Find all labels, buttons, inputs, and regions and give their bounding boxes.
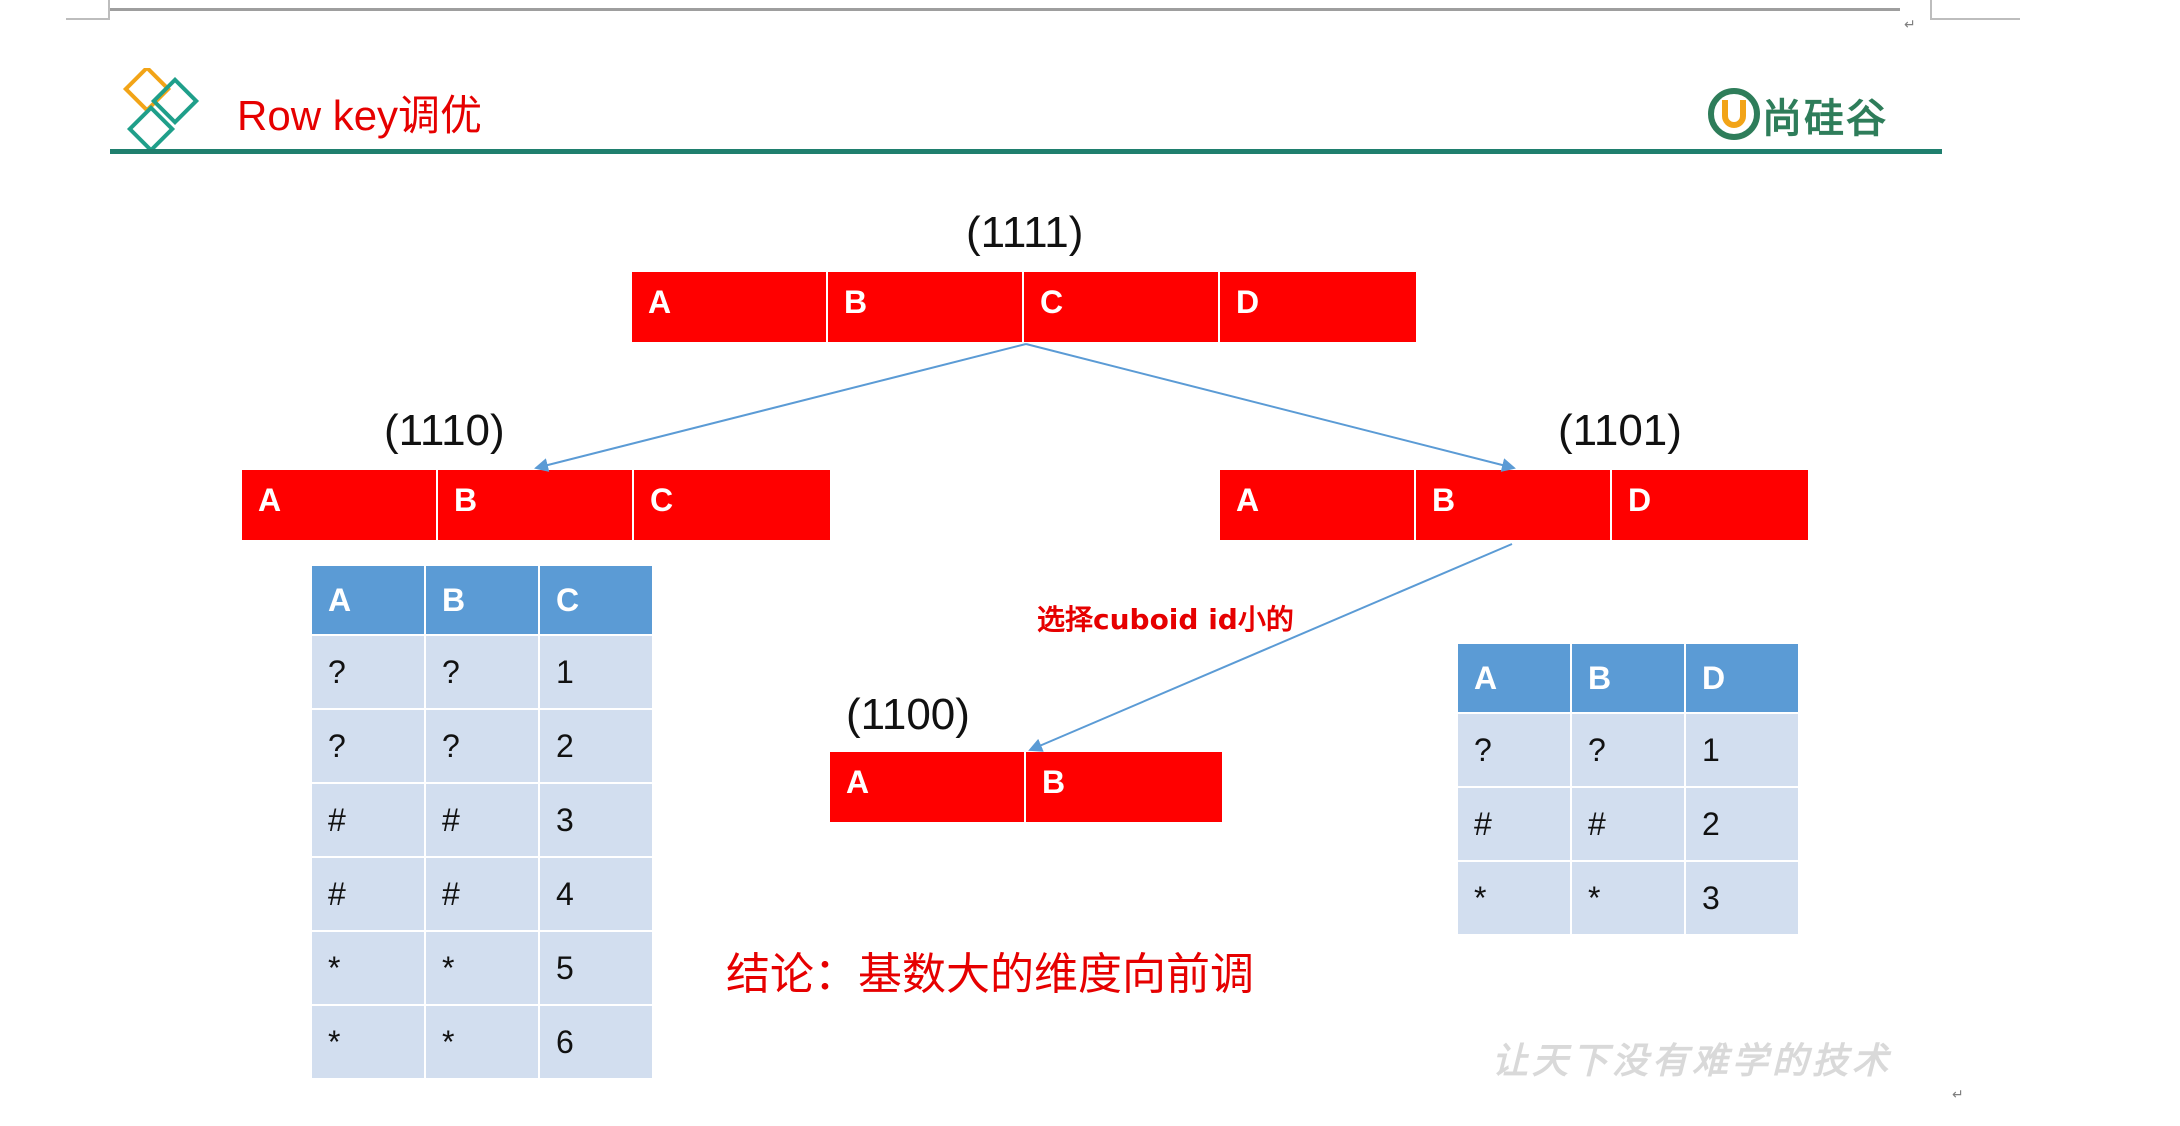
cuboid-label-1101: (1101) xyxy=(1558,406,1682,455)
table-header-d: D xyxy=(1684,642,1800,714)
table-header-row: A B D xyxy=(1456,642,1800,714)
arrow-1111-to-1101 xyxy=(1025,343,1516,472)
table-cell: 2 xyxy=(1684,786,1800,862)
crop-mark-right-vertical xyxy=(1930,0,1932,20)
top-border-line xyxy=(110,8,1900,11)
brand-logo-icon xyxy=(1708,88,1760,140)
rowkey-bar-1111: A B C D xyxy=(632,272,1416,342)
rowkey-cell-b: B xyxy=(438,470,634,540)
table-header-b: B xyxy=(424,564,540,636)
crop-mark-right xyxy=(1930,18,2020,20)
rowkey-bar-1110: A B C xyxy=(242,470,830,540)
paragraph-mark-icon: ↵ xyxy=(1952,1086,1964,1102)
crop-mark-left xyxy=(66,18,110,20)
paragraph-mark-icon: ↵ xyxy=(1904,16,1916,32)
table-cell: ? xyxy=(310,634,426,710)
rowkey-cell-d: D xyxy=(1220,272,1416,342)
arrow-annotation: 选择cuboid id小的 xyxy=(1037,603,1294,636)
cuboid-label-1100: (1100) xyxy=(846,690,970,739)
rowkey-cell-a: A xyxy=(632,272,828,342)
table-cell: ? xyxy=(1456,712,1572,788)
table-cell: 5 xyxy=(538,930,654,1006)
table-row: # # 2 xyxy=(1456,786,1800,862)
table-cell: 3 xyxy=(538,782,654,858)
table-row: ? ? 2 xyxy=(310,708,654,784)
rowkey-bar-1101: A B D xyxy=(1220,470,1808,540)
table-cell: # xyxy=(424,782,540,858)
table-cell: 6 xyxy=(538,1004,654,1080)
table-cell: # xyxy=(1570,786,1686,862)
table-cell: 1 xyxy=(538,634,654,710)
crop-mark-left-vertical xyxy=(108,0,110,20)
table-header-row: A B C xyxy=(310,564,654,636)
table-cell: ? xyxy=(310,708,426,784)
rowkey-cell-b: B xyxy=(828,272,1024,342)
arrow-1111-to-1110 xyxy=(534,343,1027,472)
page-title: Row key调优 xyxy=(237,92,483,139)
table-row: # # 3 xyxy=(310,782,654,858)
rowkey-bar-1100: A B xyxy=(830,752,1222,822)
table-abd: A B D ? ? 1 # # 2 * * 3 xyxy=(1456,642,1800,936)
table-header-a: A xyxy=(1456,642,1572,714)
table-row: ? ? 1 xyxy=(1456,712,1800,788)
table-abc: A B C ? ? 1 ? ? 2 # # 3 # # 4 * * 5 xyxy=(310,564,654,1080)
table-header-c: C xyxy=(538,564,654,636)
arrow-1101-to-1100 xyxy=(1028,543,1513,752)
rowkey-cell-d: D xyxy=(1612,470,1808,540)
rowkey-cell-b: B xyxy=(1026,752,1222,822)
table-cell: * xyxy=(424,930,540,1006)
table-row: * * 6 xyxy=(310,1004,654,1080)
table-cell: # xyxy=(310,856,426,932)
table-cell: ? xyxy=(424,708,540,784)
logo-diamonds-icon xyxy=(122,68,200,154)
table-cell: ? xyxy=(424,634,540,710)
table-cell: 3 xyxy=(1684,860,1800,936)
brand-name: 尚硅谷 xyxy=(1762,96,1888,142)
table-cell: 1 xyxy=(1684,712,1800,788)
rowkey-cell-a: A xyxy=(1220,470,1416,540)
cuboid-label-1111: (1111) xyxy=(966,208,1084,257)
rowkey-cell-a: A xyxy=(830,752,1026,822)
table-cell: * xyxy=(310,1004,426,1080)
table-cell: ? xyxy=(1570,712,1686,788)
rowkey-cell-b: B xyxy=(1416,470,1612,540)
table-cell: 4 xyxy=(538,856,654,932)
table-header-a: A xyxy=(310,564,426,636)
conclusion-text: 结论：基数大的维度向前调 xyxy=(726,949,1254,1000)
table-cell: 2 xyxy=(538,708,654,784)
table-row: # # 4 xyxy=(310,856,654,932)
table-row: * * 3 xyxy=(1456,860,1800,936)
rowkey-cell-c: C xyxy=(1024,272,1220,342)
table-cell: * xyxy=(1456,860,1572,936)
table-cell: * xyxy=(424,1004,540,1080)
rowkey-cell-c: C xyxy=(634,470,830,540)
table-cell: * xyxy=(1570,860,1686,936)
table-header-b: B xyxy=(1570,642,1686,714)
rowkey-cell-a: A xyxy=(242,470,438,540)
table-cell: # xyxy=(1456,786,1572,862)
slogan-watermark: 让天下没有难学的技术 xyxy=(1492,1040,1893,1082)
table-cell: * xyxy=(310,930,426,1006)
table-cell: # xyxy=(310,782,426,858)
cuboid-label-1110: (1110) xyxy=(384,406,505,455)
table-row: ? ? 1 xyxy=(310,634,654,710)
table-row: * * 5 xyxy=(310,930,654,1006)
table-cell: # xyxy=(424,856,540,932)
header-divider xyxy=(110,149,1942,154)
